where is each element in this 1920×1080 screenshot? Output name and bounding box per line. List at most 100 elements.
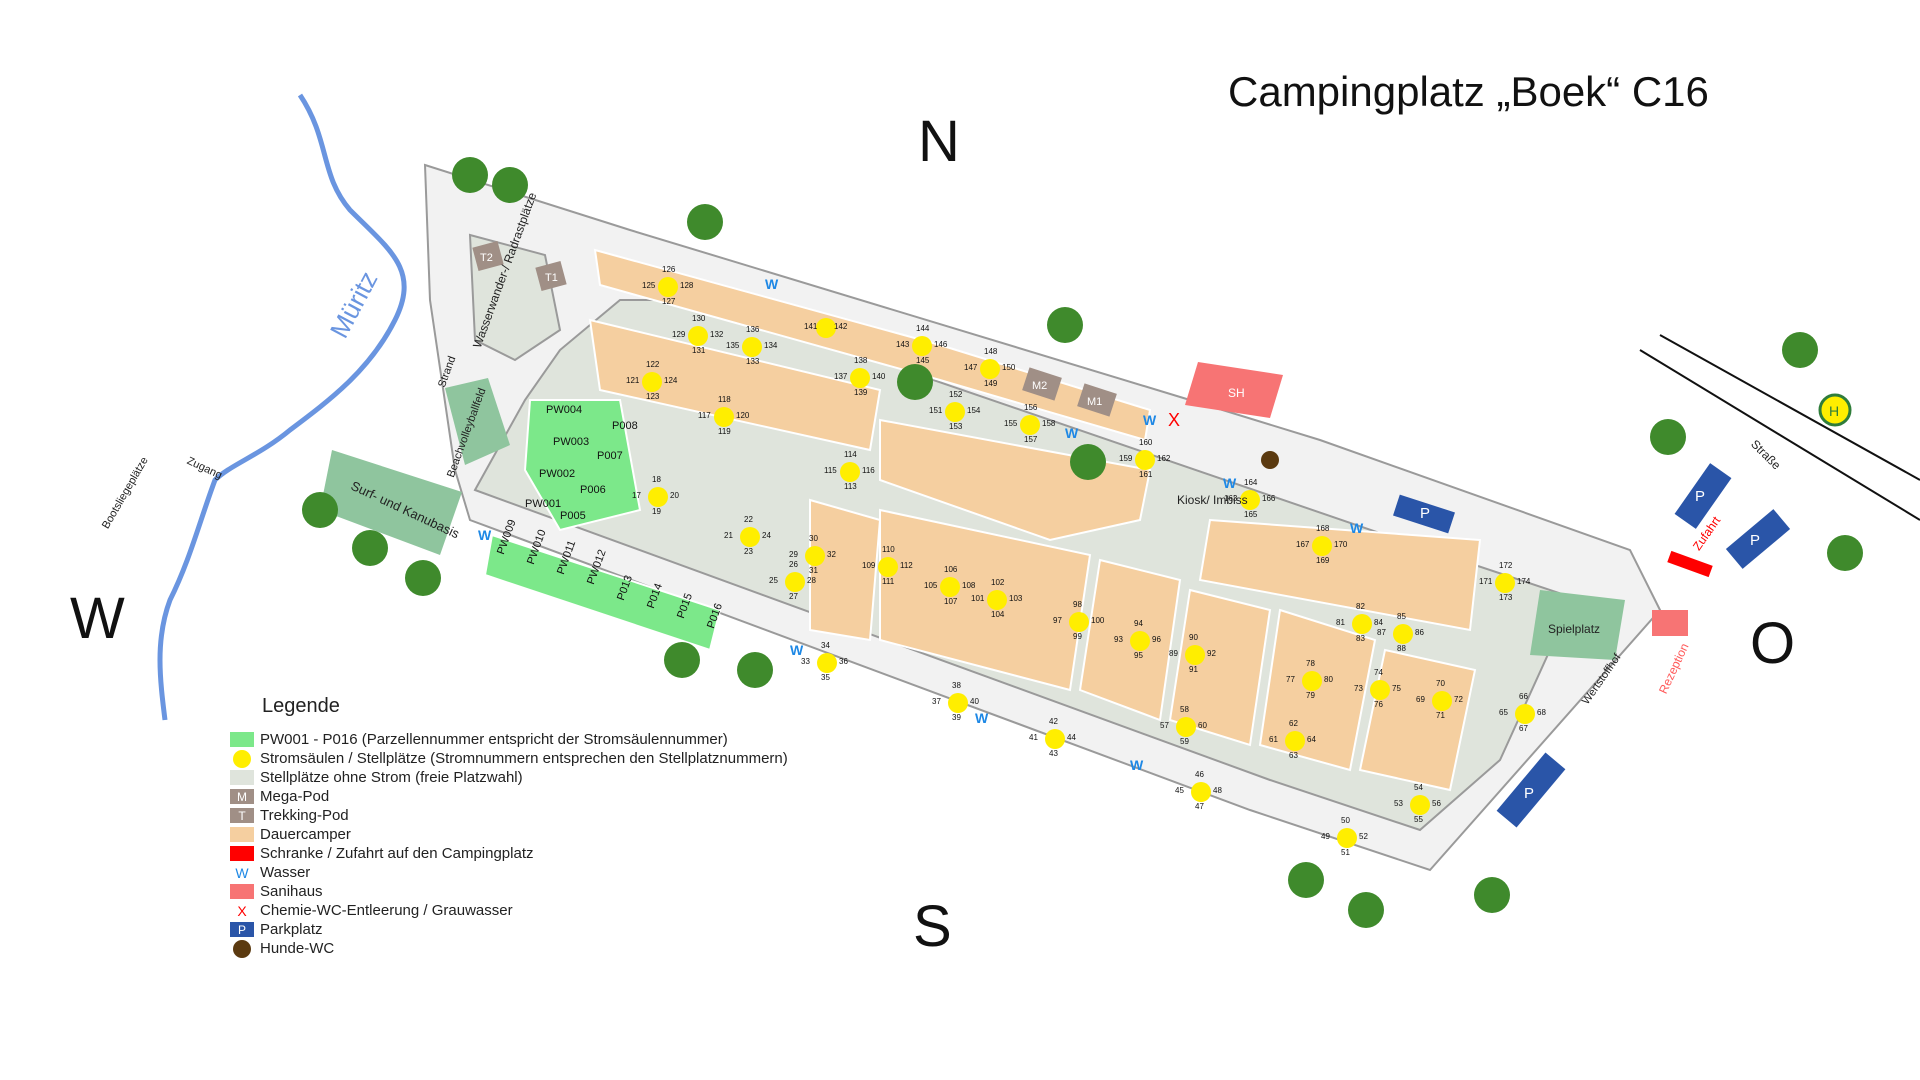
legend-item: PW001 - P016 (Parzellennummer entspricht…: [230, 730, 788, 749]
water-label: W: [1143, 412, 1157, 428]
legend-item: Stromsäulen / Stellplätze (Stromnummern …: [230, 749, 788, 768]
site-number: 147: [964, 363, 978, 372]
site-number: 38: [952, 681, 961, 690]
site-number: 142: [834, 322, 848, 331]
site-number: 96: [1152, 635, 1161, 644]
m1-label: M1: [1087, 396, 1103, 408]
site-number: 89: [1169, 649, 1178, 658]
legend-swatch: [230, 770, 254, 785]
site-number: 126: [662, 265, 676, 274]
parcel-field-north: [523, 399, 642, 532]
power-pillar: [1185, 645, 1205, 665]
site-number: 78: [1306, 659, 1315, 668]
legend-swatch: M: [230, 789, 254, 804]
bus-label: H: [1829, 403, 1840, 419]
site-number: 123: [646, 392, 660, 401]
water-label: W: [1065, 425, 1079, 441]
site-number: 62: [1289, 719, 1298, 728]
site-number: 84: [1374, 618, 1383, 627]
site-number: 152: [949, 390, 963, 399]
site-number: 134: [764, 341, 778, 350]
power-pillar: [1302, 671, 1322, 691]
site-number: 112: [900, 561, 913, 570]
site-number: 122: [646, 360, 660, 369]
power-pillar: [805, 546, 825, 566]
site-number: 113: [844, 482, 857, 491]
power-pillar: [648, 487, 668, 507]
site-number: 127: [662, 297, 676, 306]
power-pillar: [1312, 536, 1332, 556]
power-pillar: [1176, 717, 1196, 737]
site-number: 68: [1537, 708, 1546, 717]
dauercamper-block-2: [588, 318, 882, 452]
dauercamper-block-5: [879, 508, 1092, 692]
parcel-label: P005: [560, 510, 586, 522]
power-pillar: [688, 326, 708, 346]
site-number: 150: [1002, 363, 1016, 372]
power-pillar: [658, 277, 678, 297]
power-pillar: [1285, 731, 1305, 751]
power-pillar: [878, 557, 898, 577]
sanihaus: [1185, 362, 1283, 418]
site-number: 136: [746, 325, 760, 334]
site-number: 65: [1499, 708, 1508, 717]
site-number: 79: [1306, 691, 1315, 700]
power-pillar: [1495, 573, 1515, 593]
site-number: 94: [1134, 619, 1143, 628]
site-number: 145: [916, 356, 930, 365]
site-number: 125: [642, 281, 656, 290]
parking-label: P: [1695, 488, 1706, 505]
legend-text: Hunde-WC: [260, 940, 335, 957]
site-number: 23: [744, 547, 753, 556]
tree: [352, 530, 388, 566]
parking-2: [1674, 463, 1732, 529]
site-number: 40: [970, 697, 979, 706]
site-number: 140: [872, 372, 886, 381]
legend-item: Schranke / Zufahrt auf den Campingplatz: [230, 844, 788, 863]
power-pillar: [940, 577, 960, 597]
tree: [1070, 444, 1106, 480]
t1-label: T1: [545, 272, 558, 284]
compass-east: O: [1750, 611, 1796, 676]
site-number: 168: [1316, 524, 1330, 533]
site-number: 70: [1436, 679, 1445, 688]
site-number: 73: [1354, 684, 1363, 693]
parking-3: [1725, 509, 1791, 569]
site-number: 74: [1374, 668, 1383, 677]
spielplatz-label: Spielplatz: [1548, 622, 1601, 636]
site-number: 172: [1499, 561, 1513, 570]
site-number: 133: [746, 357, 760, 366]
parcel-label: PW004: [546, 404, 583, 416]
power-pillar: [740, 527, 760, 547]
dauercamper-block-4: [809, 498, 882, 642]
m2-label: M2: [1032, 380, 1048, 392]
tree: [687, 204, 723, 240]
site-number: 80: [1324, 675, 1333, 684]
site-number: 69: [1416, 695, 1425, 704]
power-pillar: [1135, 450, 1155, 470]
tree: [492, 167, 528, 203]
site-number: 77: [1286, 675, 1295, 684]
power-pillar: [948, 693, 968, 713]
legend-swatch: [230, 846, 254, 861]
site-number: 157: [1024, 435, 1038, 444]
site-number: 91: [1189, 665, 1198, 674]
power-pillar: [1191, 782, 1211, 802]
site-number: 169: [1316, 556, 1330, 565]
map-title: Campingplatz „Boek“ C16: [1228, 68, 1709, 115]
legend-swatch: T: [230, 808, 254, 823]
site-number: 100: [1091, 616, 1105, 625]
tree: [1288, 862, 1324, 898]
legend-text: Trekking-Pod: [260, 807, 349, 824]
legend-swatch: [230, 827, 254, 842]
power-pillar: [987, 590, 1007, 610]
site-number: 117: [698, 411, 711, 420]
site-number: 21: [724, 531, 733, 540]
site-number: 81: [1336, 618, 1345, 627]
site-number: 158: [1042, 419, 1056, 428]
site-number: 110: [882, 545, 895, 554]
site-number: 51: [1341, 848, 1350, 857]
